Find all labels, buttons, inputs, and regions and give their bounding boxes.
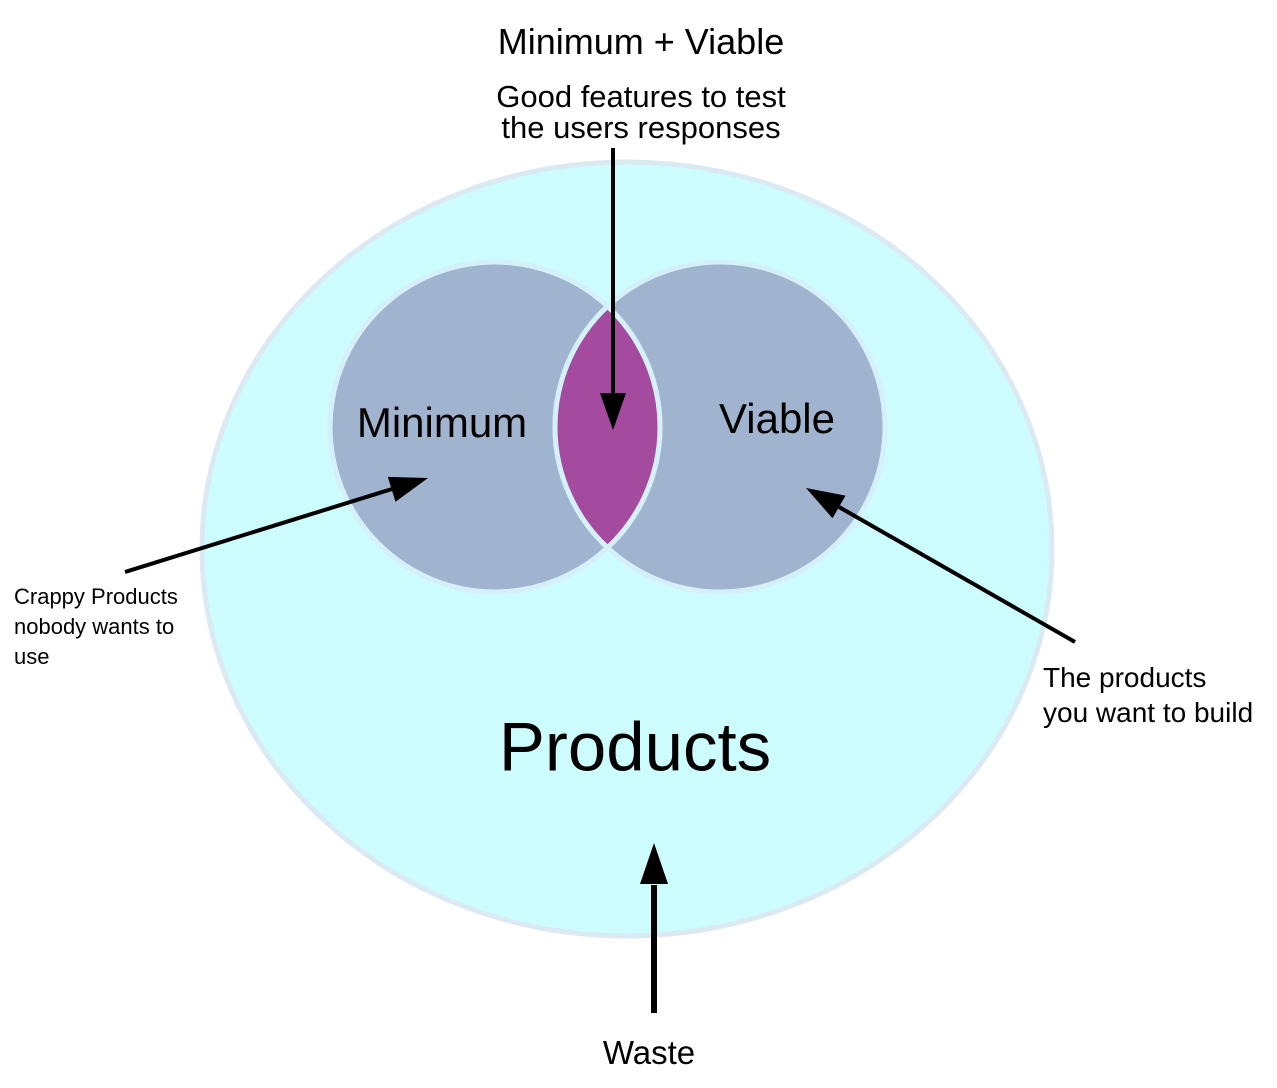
down-arrow-icon	[600, 148, 626, 430]
products-you-want-note: The products you want to build	[1043, 660, 1253, 730]
crappy-products-note: Crappy Products nobody wants to use	[14, 582, 178, 672]
products-you-want-note-line1: The products	[1043, 662, 1207, 693]
minimum-label: Minimum	[356, 399, 528, 446]
diagram-subtitle-line2: the users responses	[501, 110, 781, 145]
products-label: Products	[498, 708, 772, 786]
crappy-products-note-line2: nobody wants to	[14, 614, 175, 639]
intersection-lens	[552, 302, 663, 552]
up-arrow-icon	[640, 843, 668, 1013]
diagram-subtitle: Good features to test the users response…	[496, 81, 786, 143]
up-right-arrow-icon	[124, 476, 428, 574]
diagram-subtitle-line1: Good features to test	[496, 79, 786, 114]
crappy-products-note-line3: use	[14, 644, 50, 669]
diagram-title: Minimum + Viable	[497, 21, 785, 62]
viable-label: Viable	[719, 395, 835, 442]
up-left-arrow-icon	[806, 488, 1076, 644]
crappy-products-note-line1: Crappy Products	[14, 584, 178, 609]
waste-label: Waste	[602, 1034, 696, 1071]
products-you-want-note-line2: you want to build	[1043, 697, 1254, 728]
